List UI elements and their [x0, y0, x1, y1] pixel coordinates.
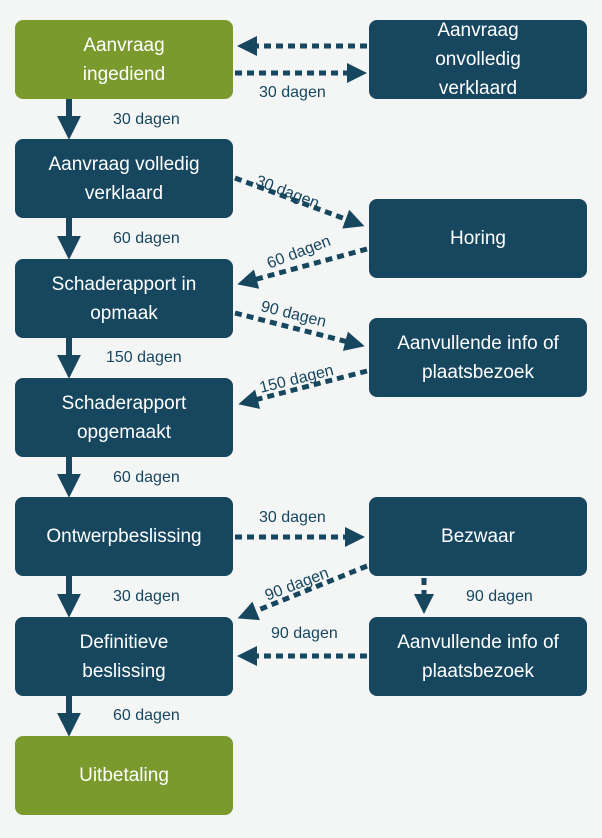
node-definitieve-beslissing: Definitieve beslissing	[15, 617, 233, 696]
node-aanvullende-info-2: Aanvullende info of plaatsbezoek	[369, 617, 587, 696]
arrow-schaderapport-to-info	[234, 310, 365, 351]
label-volledig-to-schaderapport: 60 dagen	[113, 230, 180, 247]
arrow-volledig-to-horing	[234, 175, 365, 229]
node-bezwaar: Bezwaar	[369, 497, 587, 576]
label-ingediend-to-volledig: 30 dagen	[113, 111, 180, 128]
label-ontwerp-to-bezwaar: 30 dagen	[259, 509, 326, 526]
label-schaderapport-to-opgemaakt: 150 dagen	[106, 349, 182, 366]
node-aanvraag-ingediend: Aanvraag ingediend	[15, 20, 233, 99]
label-onvolledig-loop: 30 dagen	[259, 84, 326, 101]
label-bezwaar-to-info: 90 dagen	[466, 588, 533, 605]
node-horing: Horing	[369, 199, 587, 278]
label-definitieve-to-uitbetaling: 60 dagen	[113, 707, 180, 724]
label-opgemaakt-to-ontwerp: 60 dagen	[113, 469, 180, 486]
node-aanvullende-info-1: Aanvullende info of plaatsbezoek	[369, 318, 587, 397]
arrow-horing-to-schaderapport	[237, 246, 368, 289]
node-schaderapport-opmaak: Schaderapport in opmaak	[15, 259, 233, 338]
label-info-to-definitieve: 90 dagen	[271, 625, 338, 642]
arrow-info-to-opgemaakt	[238, 368, 368, 409]
arrow-bezwaar-to-definitieve	[237, 563, 368, 621]
node-aanvraag-volledig: Aanvraag volledig verklaard	[15, 139, 233, 218]
node-aanvraag-onvolledig: Aanvraag onvolledig verklaard	[369, 20, 587, 99]
node-ontwerpbeslissing: Ontwerpbeslissing	[15, 497, 233, 576]
label-ontwerp-to-definitieve: 30 dagen	[113, 588, 180, 605]
node-schaderapport-opgemaakt: Schaderapport opgemaakt	[15, 378, 233, 457]
node-uitbetaling: Uitbetaling	[15, 736, 233, 815]
